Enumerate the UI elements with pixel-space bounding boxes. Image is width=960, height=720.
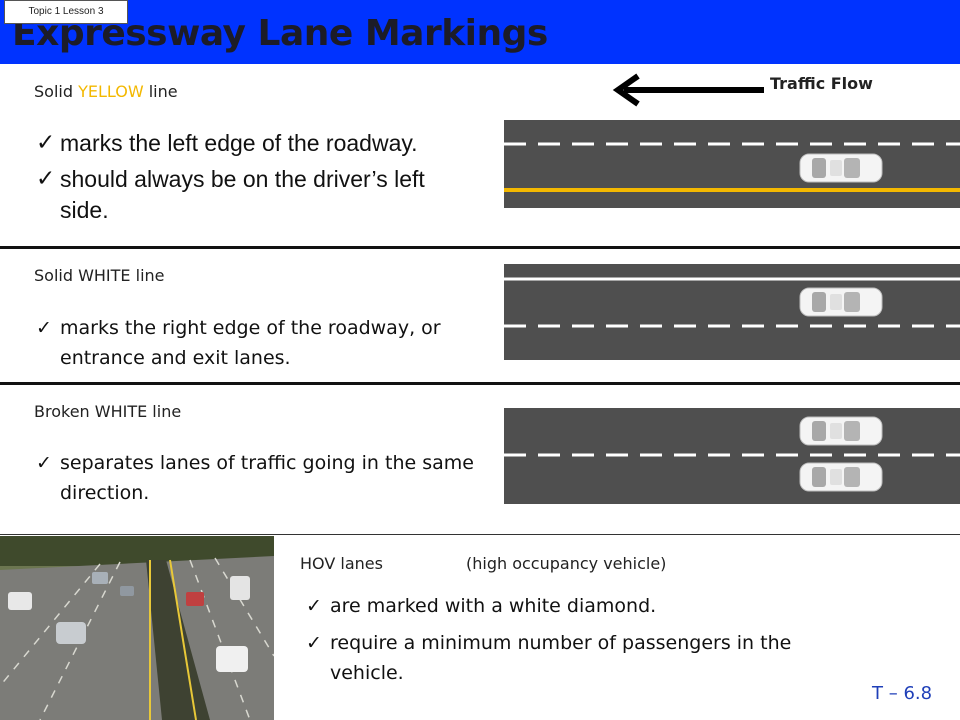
bullet-text: require a minimum number of passengers i… [330, 632, 792, 684]
bullet-item: ✓ require a minimum number of passengers… [306, 628, 866, 688]
car-icon [799, 287, 883, 317]
bullet-text: should always be on the driver’s left si… [60, 166, 425, 223]
topic-label: Topic 1 Lesson 3 [4, 0, 128, 24]
section-divider [0, 382, 960, 385]
car-icon [799, 416, 883, 446]
hov-subheading: (high occupancy vehicle) [466, 554, 667, 573]
hov-heading: HOV lanes [300, 554, 383, 573]
section-heading-solid-yellow: Solid YELLOW line [34, 82, 178, 102]
section-heading-broken-white: Broken WHITE line [34, 402, 182, 421]
road-diagram-solid-white [504, 264, 960, 360]
check-icon: ✓ [36, 130, 56, 156]
road-diagram-solid-yellow [504, 120, 960, 208]
bullet-text: separates lanes of traffic going in the … [60, 452, 474, 504]
bullet-item: ✓ are marked with a white diamond. [306, 591, 866, 621]
bullet-text: marks the left edge of the roadway. [60, 130, 418, 156]
check-icon: ✓ [306, 632, 322, 654]
check-icon: ✓ [36, 452, 52, 474]
road-diagram-broken-white [504, 408, 960, 504]
car-icon [799, 462, 883, 492]
bullet-item: ✓ marks the right edge of the roadway, o… [36, 313, 496, 373]
bullet-item: ✓ should always be on the driver’s left … [36, 164, 456, 226]
traffic-flow-label: Traffic Flow [770, 74, 873, 93]
heading-text: line [143, 82, 178, 101]
check-icon: ✓ [36, 317, 52, 339]
slide-number: T – 6.8 [872, 683, 933, 704]
highway-photo [0, 536, 274, 720]
left-arrow-icon [612, 73, 764, 107]
section-heading-solid-white: Solid WHITE line [34, 266, 165, 285]
car-icon [799, 153, 883, 183]
bullet-text: marks the right edge of the roadway, or … [60, 317, 441, 369]
check-icon: ✓ [36, 166, 56, 192]
heading-highlight: YELLOW [78, 82, 144, 101]
section-divider [0, 534, 960, 535]
bullet-item: ✓ separates lanes of traffic going in th… [36, 448, 476, 508]
bullet-text: are marked with a white diamond. [330, 595, 657, 617]
heading-text: Solid [34, 82, 79, 101]
section-divider [0, 246, 960, 249]
bullet-item: ✓ marks the left edge of the roadway. [36, 128, 486, 159]
check-icon: ✓ [306, 595, 322, 617]
title-bar [0, 0, 960, 64]
